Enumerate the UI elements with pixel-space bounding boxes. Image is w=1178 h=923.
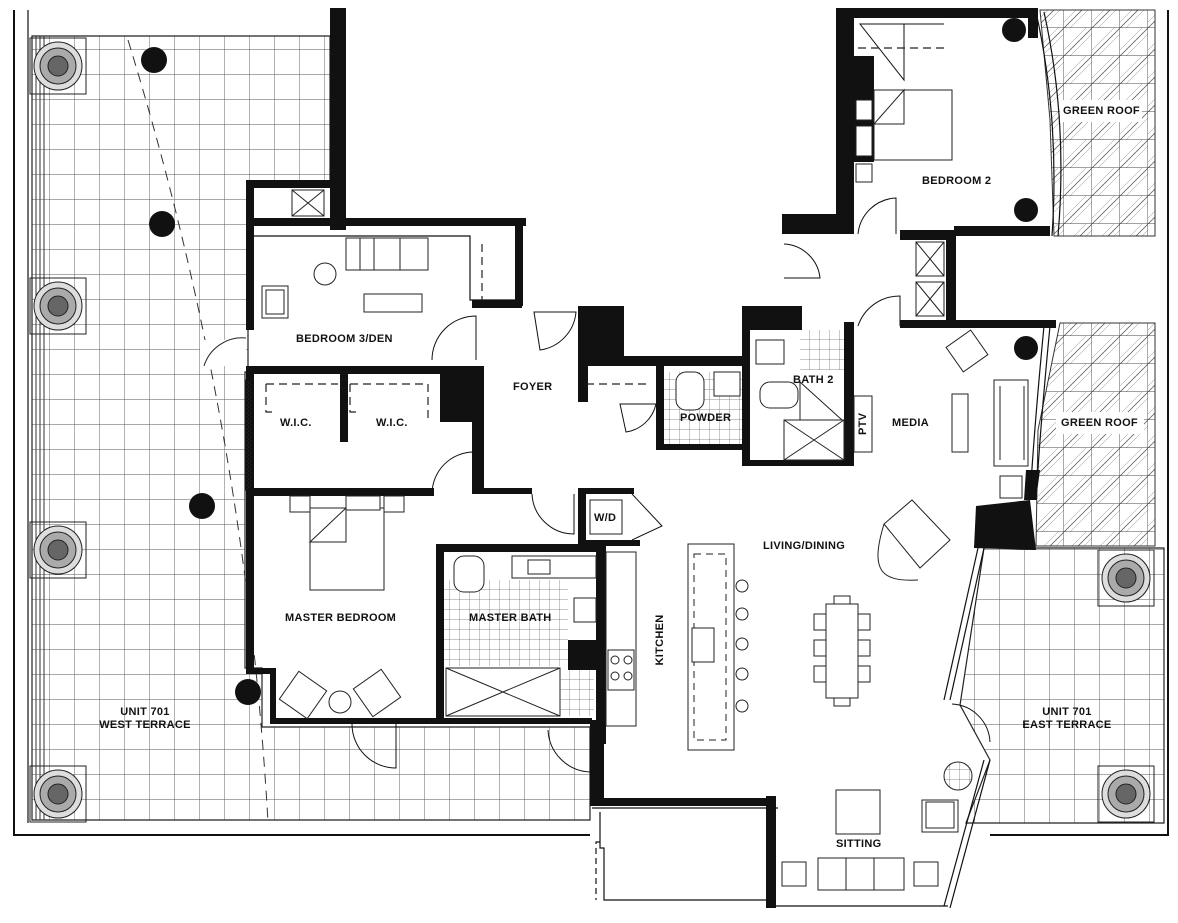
planter-trees xyxy=(29,37,1155,823)
outer-frame xyxy=(13,10,1169,836)
room-label-ptv: PTV xyxy=(857,412,869,435)
shafts xyxy=(291,189,945,717)
east-terrace-line2: EAST TERRACE xyxy=(1022,719,1112,731)
room-label-bedroom3-den: BEDROOM 3/DEN xyxy=(296,333,393,345)
room-label-wic-right: W.I.C. xyxy=(376,417,408,429)
room-label-sitting: SITTING xyxy=(836,838,882,850)
west-terrace-line2: WEST TERRACE xyxy=(99,719,191,731)
furniture xyxy=(261,88,1029,891)
label-green-roof-top: GREEN ROOF xyxy=(1063,105,1140,117)
room-label-wic-left: W.I.C. xyxy=(280,417,312,429)
room-label-media: MEDIA xyxy=(892,417,929,429)
east-terrace-line1: UNIT 701 xyxy=(1042,706,1092,718)
label-west-terrace: UNIT 701 WEST TERRACE xyxy=(90,706,200,732)
room-label-foyer: FOYER xyxy=(513,381,553,393)
room-label-powder: POWDER xyxy=(680,412,732,424)
columns xyxy=(141,18,1038,705)
room-label-master-bedroom: MASTER BEDROOM xyxy=(285,612,397,624)
label-east-terrace: UNIT 701 EAST TERRACE xyxy=(1012,706,1122,732)
closet-outlines xyxy=(265,47,944,420)
glazing-lines xyxy=(245,11,1062,909)
west-terrace-line1: UNIT 701 xyxy=(120,706,170,718)
room-label-kitchen: KITCHEN xyxy=(654,614,666,666)
room-label-master-bath: MASTER BATH xyxy=(469,612,552,624)
room-label-living-dining: LIVING/DINING xyxy=(763,540,846,552)
label-green-roof-mid: GREEN ROOF xyxy=(1061,417,1138,429)
room-label-wd: W/D xyxy=(594,512,617,524)
room-label-bedroom2: BEDROOM 2 xyxy=(922,175,992,187)
green-roof-areas xyxy=(1035,9,1156,547)
room-label-bath2: BATH 2 xyxy=(793,374,834,386)
door-swings xyxy=(351,23,991,773)
